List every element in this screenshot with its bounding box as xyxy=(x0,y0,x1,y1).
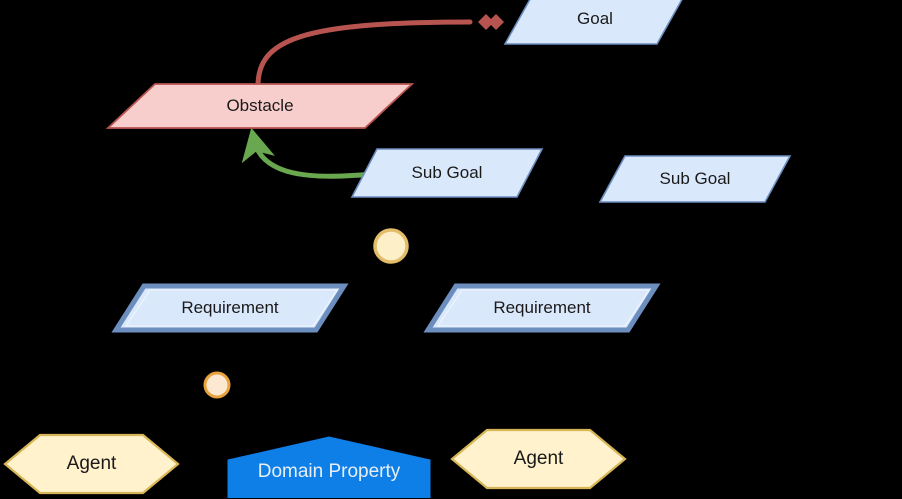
node-domain-property[interactable] xyxy=(227,436,431,498)
node-goal[interactable] xyxy=(503,0,685,45)
edge-resolution[interactable] xyxy=(241,127,375,179)
requirement-right-inner-border xyxy=(436,289,651,327)
node-subgoal-left[interactable] xyxy=(350,148,544,198)
edge-obstruction[interactable] xyxy=(255,19,473,89)
node-refinement-lower[interactable] xyxy=(203,371,231,399)
obstruction-cross-icon xyxy=(478,14,504,30)
requirement-left-inner-border xyxy=(124,289,339,327)
node-refinement-upper[interactable] xyxy=(373,228,409,264)
node-subgoal-right[interactable] xyxy=(598,155,792,203)
node-agent-right[interactable] xyxy=(450,428,627,490)
node-agent-left[interactable] xyxy=(3,433,180,495)
node-requirement-left[interactable] xyxy=(111,283,349,333)
node-obstacle[interactable] xyxy=(105,83,415,129)
node-requirement-right[interactable] xyxy=(423,283,661,333)
